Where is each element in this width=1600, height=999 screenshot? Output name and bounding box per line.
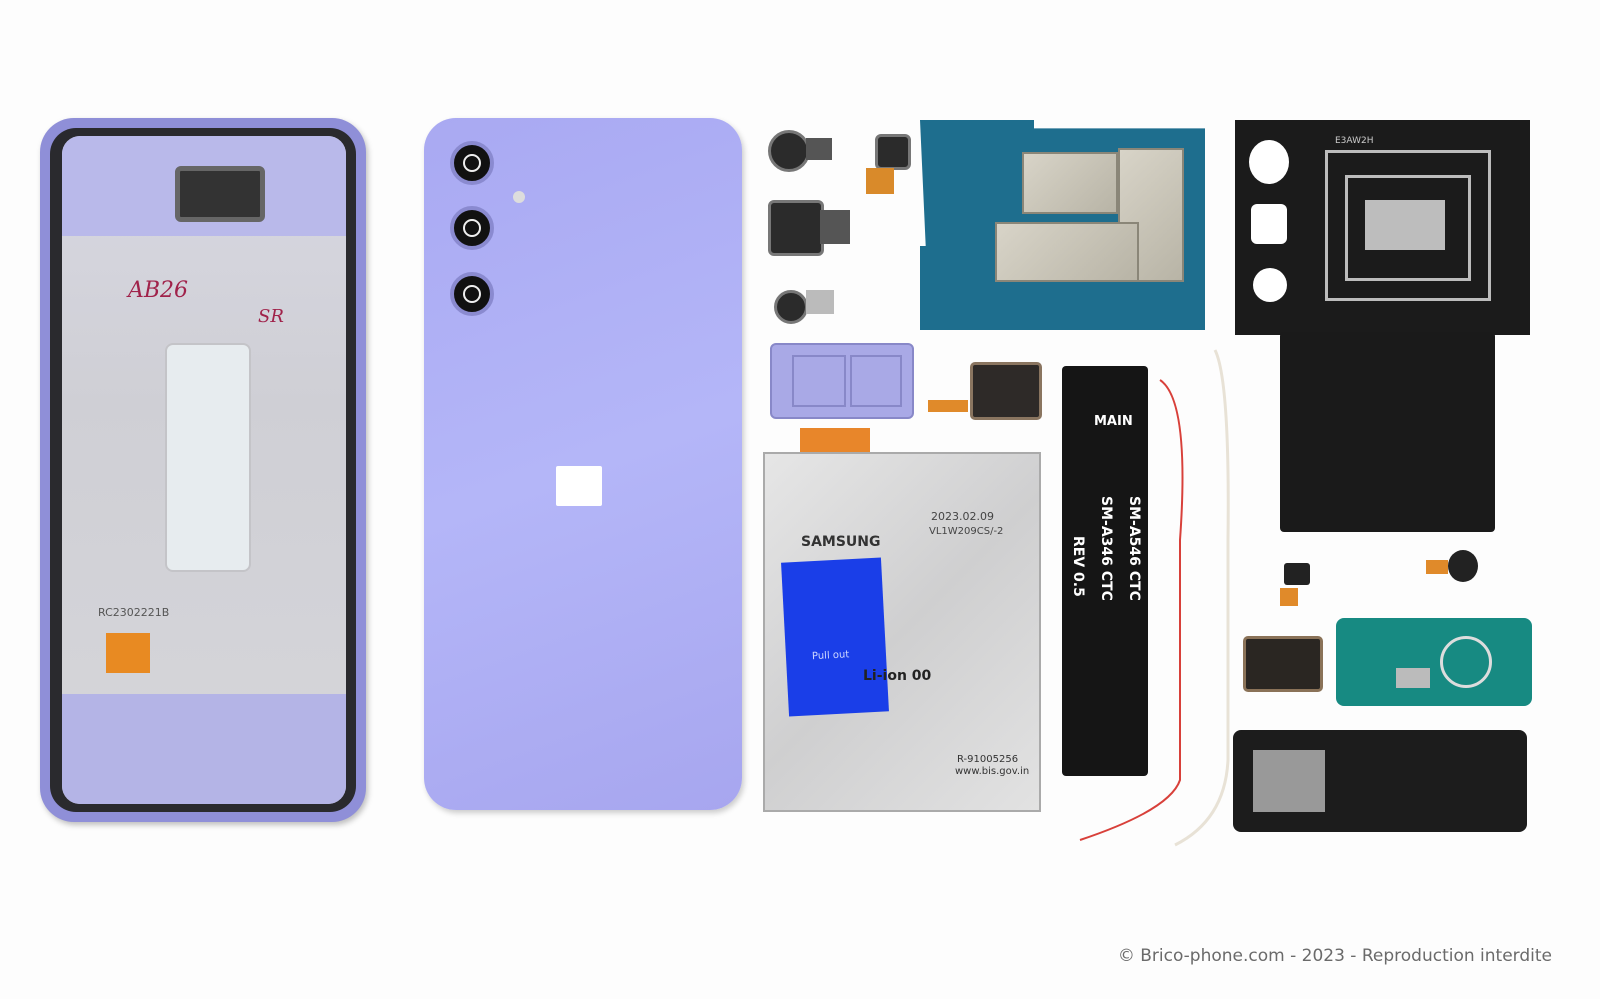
usb-board [1336, 618, 1532, 706]
loudspeaker [1233, 730, 1527, 832]
flex-rev: REV 0.5 [1070, 536, 1086, 597]
sensor-flex [1280, 588, 1298, 606]
frame-sensor [175, 166, 265, 222]
macro-camera [774, 290, 808, 324]
red-coax-cable [1079, 379, 1184, 841]
battery-date: 2023.02.09 [931, 510, 994, 523]
label-sticker [556, 466, 602, 506]
frame-handwriting: AB26 [128, 278, 189, 303]
camera-lens-ring [450, 206, 494, 250]
usb-c-port [1396, 668, 1430, 688]
front-camera [875, 134, 911, 170]
front-camera-flex [866, 168, 894, 194]
watermark: © Brico-phone.com - 2023 - Reproduction … [1117, 946, 1552, 966]
battery-site: www.bis.gov.in [955, 766, 1030, 777]
earpiece-speaker [1243, 636, 1323, 692]
earpiece [970, 362, 1042, 420]
board-shield [995, 222, 1139, 282]
frame-window [165, 343, 251, 572]
nfc-coil [1345, 175, 1471, 281]
pull-tab: Pull out [781, 557, 889, 717]
camera-module [768, 130, 810, 172]
earpiece-flex [928, 400, 968, 412]
sim-tray [770, 343, 914, 419]
frame-flex-connector [106, 633, 150, 673]
board-shield [1022, 152, 1118, 214]
camera-hole [1249, 140, 1289, 184]
vibration-motor [1448, 550, 1478, 582]
battery-cert: R-91005256 [957, 754, 1019, 765]
battery-brand: SAMSUNG [801, 534, 881, 550]
battery-code: VL1W209CS/-2 [929, 526, 1004, 537]
macro-camera-connector [806, 290, 834, 314]
graphite-pad [1280, 332, 1495, 532]
proximity-sensor [1284, 563, 1310, 585]
nfc-code: E3AW2H [1335, 136, 1374, 146]
speaker-grille [1253, 750, 1325, 812]
main-camera-connector [820, 210, 850, 244]
battery-type: Li-ion 00 [863, 668, 932, 684]
flex-main-label: MAIN [1094, 414, 1133, 429]
camera-connector [806, 138, 832, 160]
mic-ring [1440, 636, 1492, 688]
flex-model-b: SM-A546 CTC [1126, 496, 1142, 601]
white-coax-cable [1174, 349, 1230, 847]
vibration-motor-flex [1426, 560, 1448, 574]
flash [513, 191, 525, 203]
nfc-coil [1325, 150, 1491, 301]
main-flex-cable: MAIN REV 0.5 SM-A346 CTC SM-A546 CTC [1062, 366, 1148, 776]
sim-slot [850, 355, 902, 407]
main-camera [768, 200, 824, 256]
pull-tab-text: Pull out [811, 649, 850, 663]
camera-lens-ring [450, 141, 494, 185]
frame-code: RC2302221B [98, 606, 170, 619]
back-cover [424, 118, 742, 810]
battery: 2023.02.09 VL1W209CS/-2 SAMSUNG Pull out… [763, 452, 1041, 812]
camera-lens-ring [450, 272, 494, 316]
nfc-antenna-plate: E3AW2H [1235, 120, 1530, 335]
antenna-cables [1079, 349, 1230, 847]
camera-hole [1251, 204, 1287, 244]
camera-hole [1253, 268, 1287, 302]
nfc-coil-center [1365, 200, 1445, 250]
frame-tag: SR [258, 306, 284, 327]
flex-model-a: SM-A346 CTC [1098, 496, 1114, 601]
sim-slot [792, 355, 846, 407]
frame-bottom-section [62, 694, 346, 804]
midframe: AB26 SR RC2302221B [40, 118, 366, 822]
